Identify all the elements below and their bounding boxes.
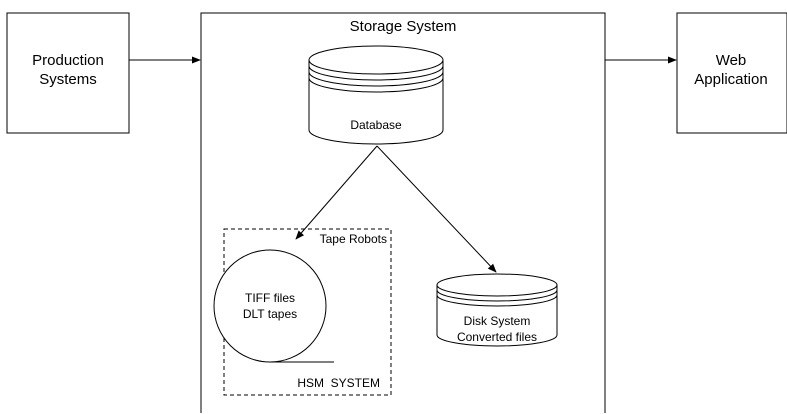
- web-label-line2: Application: [694, 71, 767, 88]
- tape-label-line1: TIFF files: [245, 291, 295, 305]
- database-cylinder: Database: [308, 45, 444, 145]
- hsm-system-label: HSM SYSTEM: [297, 376, 380, 390]
- arrow-database-to-tape: [295, 145, 378, 240]
- production-label-line1: Production: [32, 52, 104, 69]
- arrow-database-to-disk: [376, 145, 497, 273]
- storage-system-title: Storage System: [350, 18, 457, 35]
- tape-robots-label: Tape Robots: [320, 232, 387, 246]
- tape-reel: TIFF files DLT tapes: [213, 249, 334, 363]
- production-systems-node: Production Systems: [6, 12, 130, 134]
- web-label-line1: Web: [716, 52, 747, 69]
- tape-label-line2: DLT tapes: [243, 307, 297, 321]
- disk-system-cylinder: Disk System Converted files: [436, 273, 558, 347]
- database-label: Database: [350, 118, 402, 132]
- web-application-node: Web Application: [676, 12, 787, 134]
- disk-label-line1: Disk System: [464, 314, 531, 328]
- storage-system-container: Storage System: [200, 12, 606, 413]
- disk-label-line2: Converted files: [457, 330, 537, 344]
- production-label-line2: Systems: [39, 71, 97, 88]
